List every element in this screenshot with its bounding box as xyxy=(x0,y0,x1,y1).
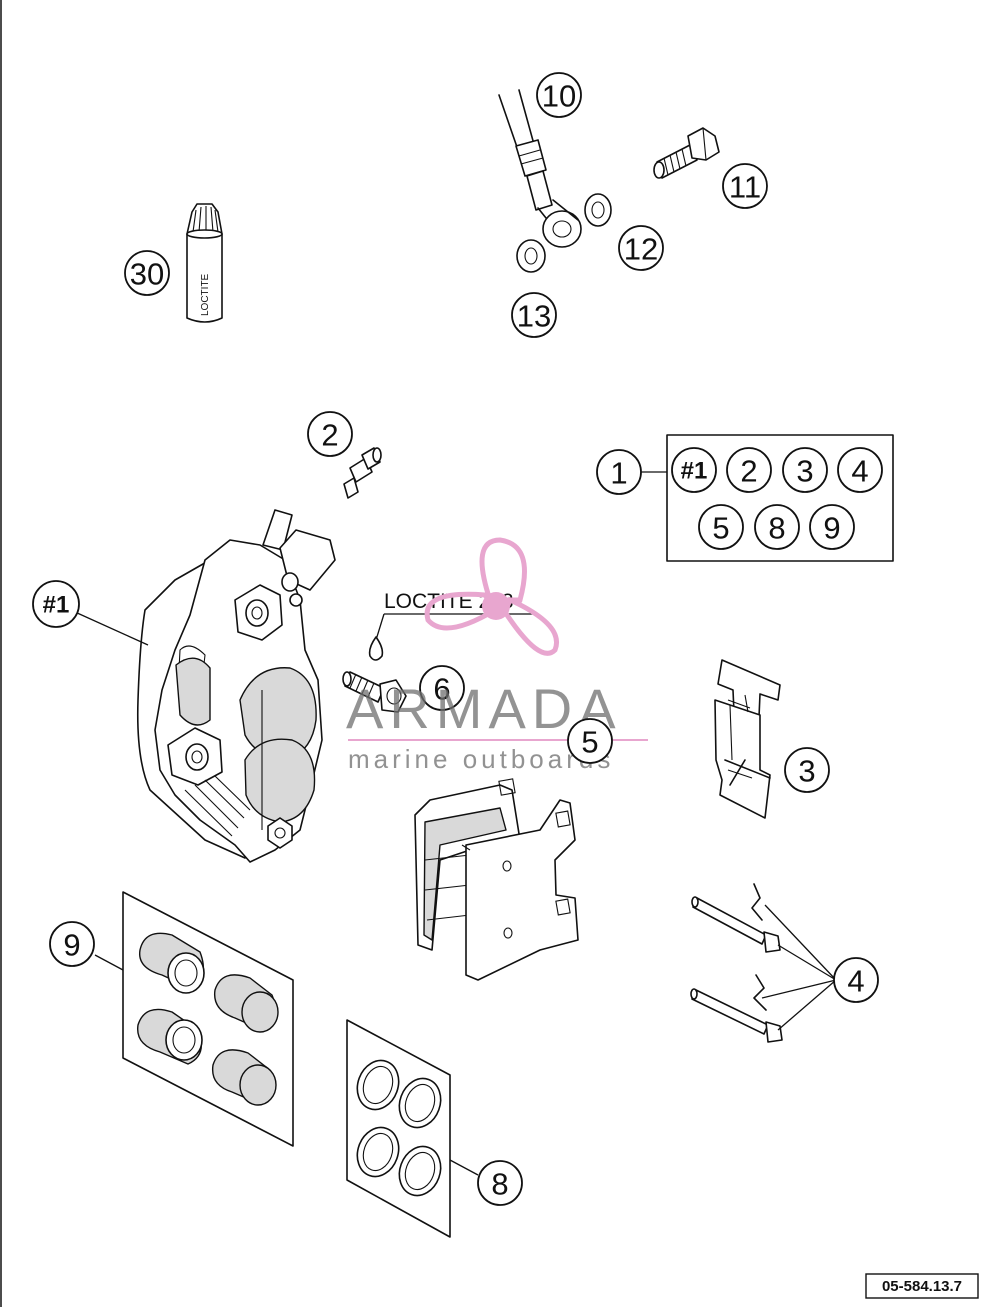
svg-text:9: 9 xyxy=(823,511,840,546)
pad-pin-bolt xyxy=(342,671,407,713)
kit-item-3: 3 xyxy=(782,447,828,493)
pad-spring xyxy=(714,659,781,819)
svg-text:3: 3 xyxy=(798,754,815,789)
callout-4: 4 xyxy=(833,957,879,1003)
kit-item-group: #1 xyxy=(671,447,717,493)
kit-item-9: 9 xyxy=(809,504,855,550)
callout-1: 1 xyxy=(596,449,642,495)
svg-text:13: 13 xyxy=(517,299,551,334)
svg-text:6: 6 xyxy=(433,672,450,707)
tube-label: LOCTITE xyxy=(200,273,211,316)
svg-text:8: 8 xyxy=(491,1167,508,1202)
brake-caliper xyxy=(74,509,336,863)
bleed-nipple xyxy=(343,447,382,499)
kit-item-4: 4 xyxy=(837,447,883,493)
svg-text:#1: #1 xyxy=(43,592,70,619)
svg-text:#1: #1 xyxy=(681,458,708,485)
callout-caliper: #1 xyxy=(32,580,80,628)
pad-pins xyxy=(690,883,837,1043)
washer-13 xyxy=(516,239,546,273)
callout-30: 30 xyxy=(124,250,170,296)
svg-text:5: 5 xyxy=(581,725,598,760)
svg-text:30: 30 xyxy=(130,257,164,292)
svg-text:4: 4 xyxy=(851,454,868,489)
svg-text:11: 11 xyxy=(729,170,761,205)
svg-text:05-584.13.7: 05-584.13.7 xyxy=(882,1278,962,1295)
svg-text:2: 2 xyxy=(740,454,757,489)
kit-item-5: 5 xyxy=(698,504,744,550)
callout-5: 5 xyxy=(567,718,613,764)
callout-12: 12 xyxy=(618,225,664,271)
banjo-bolt xyxy=(653,127,720,179)
loctite-tube: LOCTITE xyxy=(186,203,223,323)
callout-2: 2 xyxy=(307,411,353,457)
callout-10: 10 xyxy=(536,72,582,118)
watermark-tagline: marine outboards xyxy=(348,744,614,774)
watermark-logo xyxy=(424,537,559,656)
svg-text:9: 9 xyxy=(63,928,80,963)
callout-6: 6 xyxy=(419,665,465,711)
svg-text:4: 4 xyxy=(847,964,864,999)
washer-12 xyxy=(584,193,612,227)
svg-text:3: 3 xyxy=(796,454,813,489)
brake-pads xyxy=(414,778,579,981)
svg-text:12: 12 xyxy=(624,232,658,267)
svg-text:5: 5 xyxy=(712,511,729,546)
callout-9: 9 xyxy=(49,921,95,967)
svg-text:1: 1 xyxy=(610,456,627,491)
drawing-code: 05-584.13.7 xyxy=(865,1273,979,1299)
brake-line xyxy=(498,89,582,248)
callout-8: 8 xyxy=(477,1160,523,1206)
svg-text:2: 2 xyxy=(321,418,338,453)
kit-item-2: 2 xyxy=(726,447,772,493)
callout-13: 13 xyxy=(511,292,557,338)
seals-panel xyxy=(346,1019,479,1238)
svg-text:10: 10 xyxy=(542,79,576,114)
pistons-panel xyxy=(94,891,294,1147)
callout-3: 3 xyxy=(784,747,830,793)
kit-item-8: 8 xyxy=(754,504,800,550)
callout-11: 11 xyxy=(722,163,768,209)
svg-text:8: 8 xyxy=(768,511,785,546)
kit-box xyxy=(641,434,894,562)
